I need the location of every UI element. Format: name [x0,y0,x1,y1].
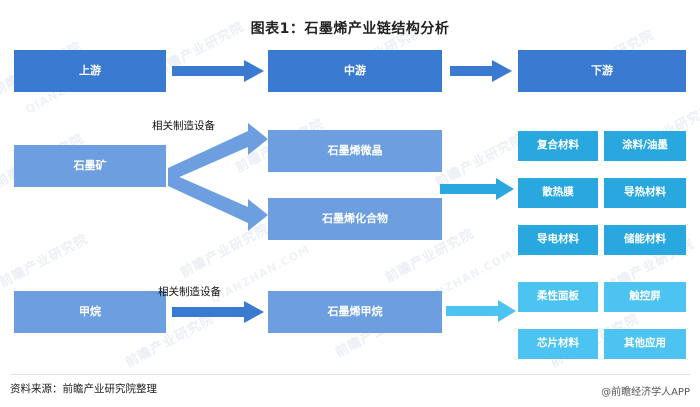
node-heat-dissipation-film[interactable]: 散热膜 [518,178,598,208]
node-composite-material[interactable]: 复合材料 [518,131,598,161]
node-conductive-material[interactable]: 导电材料 [518,225,598,255]
node-thermal-conductive-material[interactable]: 导热材料 [604,178,686,208]
edge-label-equipment-bottom: 相关制造设备 [158,286,221,298]
node-graphite-ore[interactable]: 石墨矿 [14,145,166,187]
node-graphene-compound[interactable]: 石墨烯化合物 [268,198,442,240]
edge-label-equipment-top: 相关制造设备 [152,120,215,132]
node-midstream[interactable]: 中游 [268,50,442,92]
node-graphene-methane[interactable]: 石墨烯甲烷 [268,291,442,333]
node-other-application[interactable]: 其他应用 [604,329,686,359]
node-flexible-panel[interactable]: 柔性面板 [518,282,598,312]
node-methane[interactable]: 甲烷 [14,291,166,333]
arrow-mid-to-lower-applications [446,300,516,322]
node-coating-ink[interactable]: 涂料/油墨 [604,131,686,161]
node-energy-storage-material[interactable]: 储能材料 [604,225,686,255]
node-downstream[interactable]: 下游 [518,50,686,92]
arrow-upstream-to-midstream [172,60,264,82]
node-graphene-microcrystal[interactable]: 石墨烯微晶 [268,130,442,172]
arrow-midstream-to-downstream [450,60,512,82]
credit-handle: @前瞻经济学人APP [601,387,690,398]
node-upstream[interactable]: 上游 [14,50,166,92]
footer-divider [10,374,690,375]
source-note: 资料来源：前瞻产业研究院整理 [10,383,157,395]
arrow-mid-to-upper-applications [440,178,514,200]
arrow-methane-to-graphene-methane [172,301,264,323]
node-touch-screen[interactable]: 触控屏 [604,282,686,312]
node-chip-material[interactable]: 芯片材料 [518,329,598,359]
chart-title: 图表1：石墨烯产业链结构分析 [250,21,450,37]
